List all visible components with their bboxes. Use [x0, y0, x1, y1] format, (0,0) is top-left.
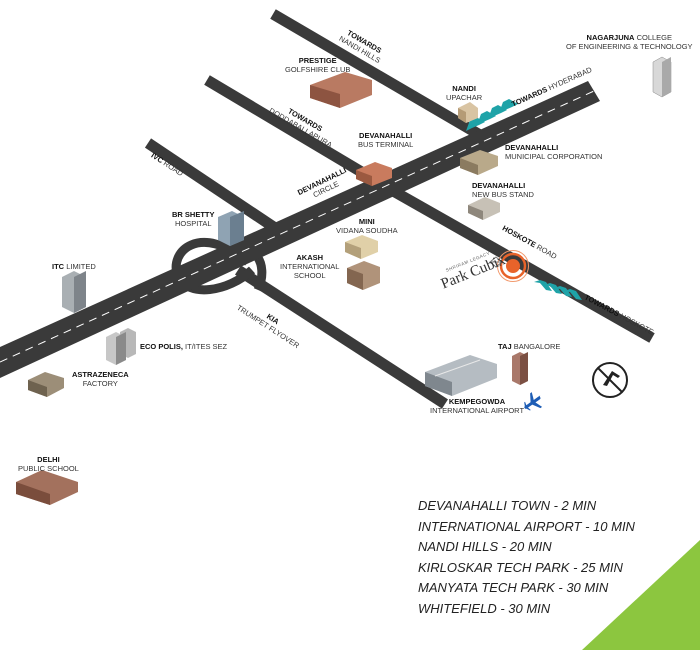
landmark-name: DELHI	[37, 455, 60, 464]
road-hoskote	[392, 187, 655, 343]
landmark-desc: LIMITED	[66, 262, 96, 271]
secondary-roads	[144, 9, 655, 409]
landmark-name: BR SHETTY	[172, 210, 215, 219]
distance-item: KIRLOSKAR TECH PARK - 25 MIN	[418, 559, 623, 575]
landmark-desc: BANGALORE	[513, 342, 561, 351]
landmark-desc: UPACHAR	[446, 93, 483, 102]
distance-list: DEVANAHALLI TOWN - 2 MIN INTERNATIONAL A…	[418, 496, 635, 619]
building-astrazeneca	[28, 372, 64, 397]
label-br-shetty: BR SHETTY HOSPITAL	[172, 210, 215, 228]
label-taj: TAJ BANGALORE	[498, 342, 560, 351]
building-akash	[347, 261, 380, 290]
landmark-name: ITC	[52, 262, 65, 271]
building-eco-polis	[106, 328, 136, 365]
arrow-towards-hoskote	[534, 280, 582, 300]
building-dps	[16, 470, 78, 505]
landmark-desc: PUBLIC SCHOOL	[18, 464, 79, 473]
landmark-name: DEVANAHALLI	[359, 131, 413, 140]
landmark-name: NANDI	[452, 84, 476, 93]
project-logo-icon	[489, 256, 503, 268]
landmark-name: ECO POLIS,	[140, 342, 183, 351]
landmark-desc: BUS TERMINAL	[358, 140, 414, 149]
road-doddaballapura	[204, 75, 383, 188]
building-nagarjuna	[652, 56, 672, 98]
distance-item: MANYATA TECH PARK - 30 MIN	[418, 580, 609, 595]
label-nagarjuna: NAGARJUNA COLLEGE OF ENGINEERING & TECHN…	[566, 33, 693, 51]
road-ivc	[144, 138, 294, 243]
no-fly-zone-icon	[592, 362, 628, 398]
label-akash: AKASH INTERNATIONAL SCHOOL	[280, 253, 339, 280]
landmark-name: DEVANAHALLI	[472, 181, 526, 190]
label-kempegowda: KEMPEGOWDA INTERNATIONAL AIRPORT	[430, 397, 524, 415]
label-eco-polis: ECO POLIS, IT/ITES SEZ	[140, 342, 227, 351]
label-new-bus-stand: DEVANAHALLI NEW BUS STAND	[472, 181, 534, 199]
building-new-bus-stand	[468, 197, 500, 220]
landmark-name: ASTRAZENECA	[72, 370, 129, 379]
label-bus-terminal: DEVANAHALLI BUS TERMINAL	[358, 131, 413, 149]
building-prestige	[310, 72, 372, 108]
label-dps: DELHI PUBLIC SCHOOL	[18, 455, 79, 473]
highway-centerline	[0, 90, 595, 363]
label-nandi-upachar: NANDI UPACHAR	[446, 84, 482, 102]
label-prestige: PRESTIGE GOLFSHIRE CLUB	[285, 56, 350, 74]
landmark-desc: FACTORY	[82, 379, 118, 388]
distance-item: INTERNATIONAL AIRPORT - 10 MIN	[418, 518, 635, 534]
landmark-desc: SCHOOL	[293, 271, 326, 280]
landmark-desc: GOLFSHIRE CLUB	[285, 65, 351, 74]
distance-item: DEVANAHALLI TOWN - 2 MIN	[418, 498, 597, 513]
green-corner-accent	[582, 540, 700, 650]
building-nandi-upachar	[458, 102, 478, 123]
landmark-desc: INTERNATIONAL	[280, 262, 340, 271]
building-br-shetty	[218, 211, 244, 246]
distance-item: NANDI HILLS - 20 MIN	[418, 539, 552, 554]
landmark-desc: OF ENGINEERING & TECHNOLOGY	[566, 42, 693, 51]
landmark-name: MINI	[358, 217, 375, 226]
landmark-desc: IT/ITES SEZ	[185, 342, 228, 351]
landmark-name: PRESTIGE	[298, 56, 337, 65]
landmark-name: TAJ	[498, 342, 512, 351]
landmark-desc: NEW BUS STAND	[472, 190, 534, 199]
building-taj	[512, 352, 528, 385]
landmark-name: DEVANAHALLI	[505, 143, 559, 152]
building-mini-vidana	[345, 235, 378, 259]
landmark-desc: HOSPITAL	[174, 219, 212, 228]
building-itc	[62, 271, 86, 313]
label-itc: ITC LIMITED	[52, 262, 96, 271]
landmark-desc: MUNICIPAL CORPORATION	[505, 152, 603, 161]
landmark-name: AKASH	[296, 253, 324, 262]
landmark-desc: VIDANA SOUDHA	[336, 226, 398, 235]
label-municipal: DEVANAHALLI MUNICIPAL CORPORATION	[505, 143, 602, 161]
building-municipal	[460, 150, 498, 175]
landmark-desc: COLLEGE	[636, 33, 672, 42]
airplane-icon	[524, 392, 543, 411]
landmark-name: KEMPEGOWDA	[448, 397, 506, 406]
road-nandi-hills	[270, 9, 483, 140]
road-airport-approach	[235, 265, 448, 409]
landmark-name: NAGARJUNA	[586, 33, 635, 42]
label-mini-vidana: MINI VIDANA SOUDHA	[336, 217, 398, 235]
building-airport	[425, 355, 497, 396]
main-highway	[0, 81, 600, 378]
building-bus-terminal	[356, 162, 392, 186]
label-astrazeneca: ASTRAZENECA FACTORY	[72, 370, 129, 388]
landmark-desc: INTERNATIONAL AIRPORT	[430, 406, 525, 415]
distance-item: WHITEFIELD - 30 MIN	[418, 600, 551, 616]
